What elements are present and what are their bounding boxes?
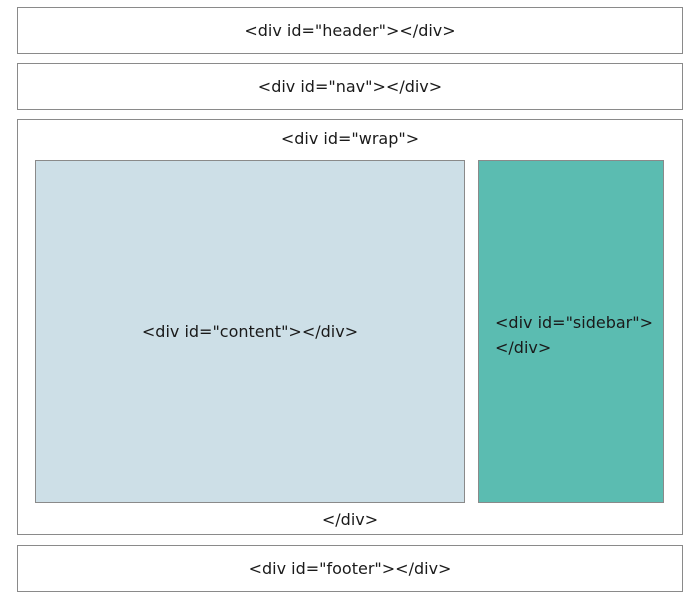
wrap-close-label: </div>: [321, 510, 379, 529]
content-block: <div id="content"></div>: [35, 160, 465, 503]
header-block: <div id="header"></div>: [17, 7, 683, 54]
sidebar-label-line1: <div id="sidebar">: [495, 313, 654, 332]
sidebar-label: <div id="sidebar"> </div>: [495, 310, 660, 360]
wrap-open-label: <div id="wrap">: [280, 129, 420, 148]
nav-block: <div id="nav"></div>: [17, 63, 683, 110]
header-label: <div id="header"></div>: [244, 21, 456, 40]
sidebar-block: <div id="sidebar"> </div>: [478, 160, 664, 503]
sidebar-label-line2: </div>: [495, 338, 552, 357]
footer-label: <div id="footer"></div>: [248, 559, 452, 578]
nav-label: <div id="nav"></div>: [257, 77, 443, 96]
wrap-block: <div id="wrap"> <div id="content"></div>…: [17, 119, 683, 535]
footer-block: <div id="footer"></div>: [17, 545, 683, 592]
content-label: <div id="content"></div>: [141, 322, 359, 341]
